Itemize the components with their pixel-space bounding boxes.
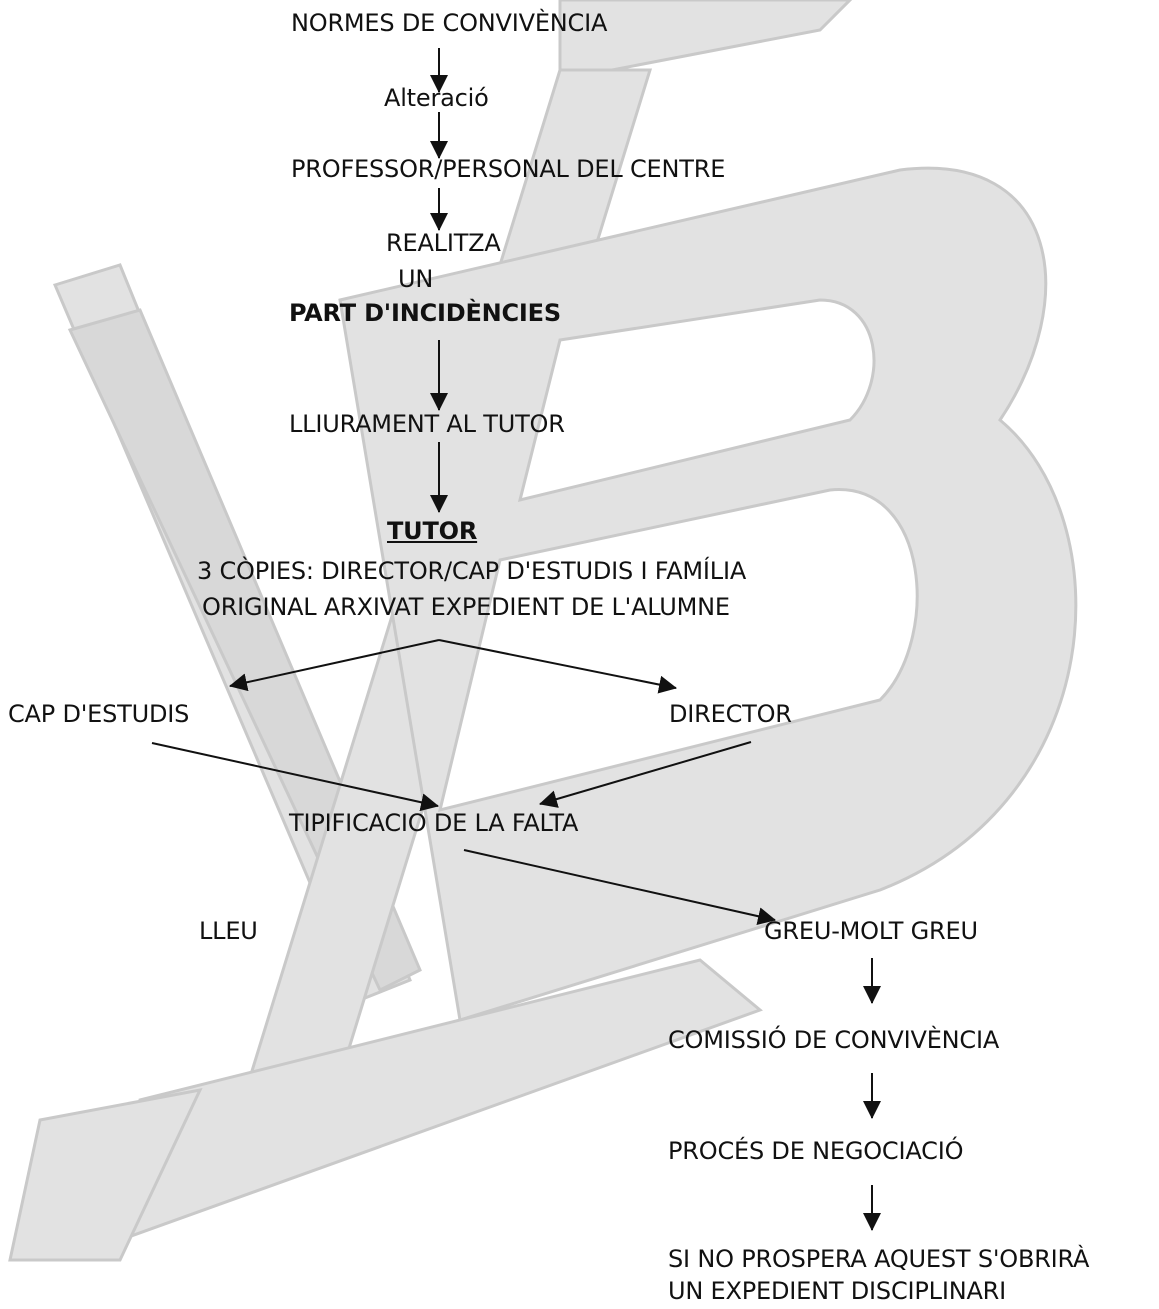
arrow-tipificacio-greu [463,849,776,926]
node-expedient-line1: SI NO PROSPERA AQUEST S'OBRIRÀ [668,1245,1090,1273]
node-normes-convivencia: NORMES DE CONVIVÈNCIA [291,9,608,37]
node-realitza: REALITZA [386,229,501,257]
arrow-cap-tipificacio [151,742,439,812]
node-un: UN [398,265,434,293]
arrow-director-tipificacio [539,741,752,808]
node-professor-personal: PROFESSOR/PERSONAL DEL CENTRE [291,155,726,183]
node-tutor: TUTOR [387,517,478,545]
arrow-split-director [438,639,677,694]
node-lliurament-tutor: LLIURAMENT AL TUTOR [289,410,565,438]
node-proces-negociacio: PROCÉS DE NEGOCIACIÓ [668,1137,964,1165]
node-part-incidencies: PART D'INCIDÈNCIES [289,299,561,327]
node-original-arxivat: ORIGINAL ARXIVAT EXPEDIENT DE L'ALUMNE [202,593,730,621]
node-comissio-convivencia: COMISSIÓ DE CONVIVÈNCIA [668,1026,1000,1054]
arrow-split-cap [229,639,440,692]
node-director: DIRECTOR [669,700,792,728]
node-tipificacio-falta: TIPIFICACIO DE LA FALTA [289,809,579,837]
node-expedient-line2: UN EXPEDIENT DISCIPLINARI [668,1277,1007,1305]
node-alteracio: Alteració [384,84,489,112]
node-cap-estudis: CAP D'ESTUDIS [8,700,190,728]
node-greu-molt-greu: GREU-MOLT GREU [764,917,978,945]
node-copies: 3 CÒPIES: DIRECTOR/CAP D'ESTUDIS I FAMÍL… [197,557,747,585]
node-lleu: LLEU [199,917,258,945]
